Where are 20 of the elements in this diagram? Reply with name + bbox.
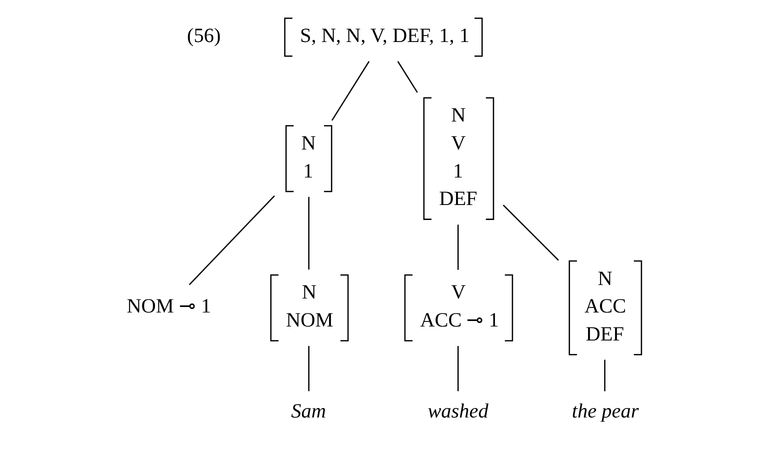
node-text: N 1 <box>300 132 316 182</box>
node-text: N ACC DEF <box>584 268 626 346</box>
connector <box>308 196 309 270</box>
connector <box>456 346 458 392</box>
node-text: washed <box>427 400 488 423</box>
node-text: N NOM <box>286 282 333 332</box>
connector <box>330 61 370 121</box>
node-text: N V 1 DEF <box>438 104 477 210</box>
connector <box>396 61 418 93</box>
connector <box>604 360 605 392</box>
connector <box>502 204 558 261</box>
label: (56) <box>186 24 220 47</box>
connector <box>188 195 274 286</box>
node-text: the pear <box>571 400 638 423</box>
node-text: NOM ⊸ 1 <box>126 296 211 318</box>
connector <box>308 346 309 392</box>
connector <box>456 224 458 270</box>
node-text: V ACC ⊸ 1 <box>420 282 498 332</box>
node-text: S, N, N, V, DEF, 1, 1 <box>299 24 470 47</box>
node-text: Sam <box>290 400 326 423</box>
